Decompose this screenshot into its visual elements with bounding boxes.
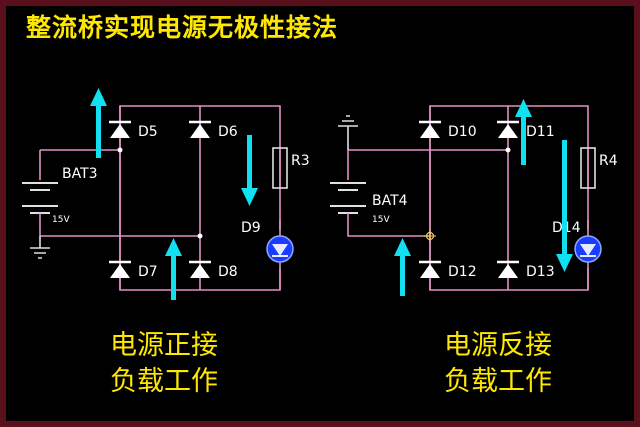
circuit-left: BAT3 15V D5 D6 D7 D8 R3 <box>22 88 310 300</box>
junction-dot <box>197 233 203 239</box>
label-d12: D12 <box>448 264 477 280</box>
label-r4: R4 <box>599 153 618 169</box>
arrow-up-left-c <box>165 238 182 300</box>
diode-d8 <box>189 260 211 278</box>
ground-left <box>30 236 50 259</box>
circuit-right: BAT4 15V D10 D11 D12 D13 R4 <box>330 99 618 296</box>
battery-bat3 <box>22 182 58 218</box>
led-d9 <box>266 235 294 263</box>
diode-d12 <box>419 260 441 278</box>
label-d10: D10 <box>448 124 477 140</box>
page-title: 整流桥实现电源无极性接法 <box>26 13 339 42</box>
arrow-up-left-a <box>90 88 107 158</box>
label-d7: D7 <box>138 264 158 280</box>
arrow-up-right-c <box>394 238 411 296</box>
label-d5: D5 <box>138 124 158 140</box>
battery-bat4 <box>330 182 366 218</box>
junction-dot <box>505 147 511 153</box>
left-bridge-legs <box>119 106 201 290</box>
label-bat4-voltage: 15V <box>372 215 390 225</box>
label-bat3: BAT3 <box>62 166 98 182</box>
diagram-frame <box>6 6 634 421</box>
label-bat3-voltage: 15V <box>52 215 70 225</box>
arrow-down-right-b <box>556 140 573 272</box>
caption-left-line1: 电源正接 <box>110 330 218 361</box>
junction-dot <box>117 147 123 153</box>
caption-right-line2: 负载工作 <box>444 366 552 397</box>
label-d13: D13 <box>526 264 555 280</box>
label-bat4: BAT4 <box>372 193 408 209</box>
diode-d11 <box>497 120 519 138</box>
resistor-r3 <box>272 147 288 189</box>
diode-d6 <box>189 120 211 138</box>
caption-right: 电源反接 负载工作 <box>444 328 552 400</box>
ground-right <box>338 115 358 150</box>
diode-d10 <box>419 120 441 138</box>
arrow-up-right-a <box>515 99 532 165</box>
diode-d7 <box>109 260 131 278</box>
diode-d5 <box>109 120 131 138</box>
arrow-down-left-b <box>241 135 258 206</box>
resistor-r4 <box>580 147 596 189</box>
cursor-crosshair-icon <box>424 230 436 242</box>
led-d14 <box>574 235 602 263</box>
caption-left-line2: 负载工作 <box>110 366 218 397</box>
label-d9: D9 <box>241 220 261 236</box>
caption-left: 电源正接 负载工作 <box>110 328 218 400</box>
label-r3: R3 <box>291 153 310 169</box>
label-d6: D6 <box>218 124 238 140</box>
right-battery-wires <box>347 149 508 237</box>
label-d11: D11 <box>526 124 555 140</box>
diode-d13 <box>497 260 519 278</box>
caption-right-line1: 电源反接 <box>444 330 552 361</box>
label-d8: D8 <box>218 264 238 280</box>
